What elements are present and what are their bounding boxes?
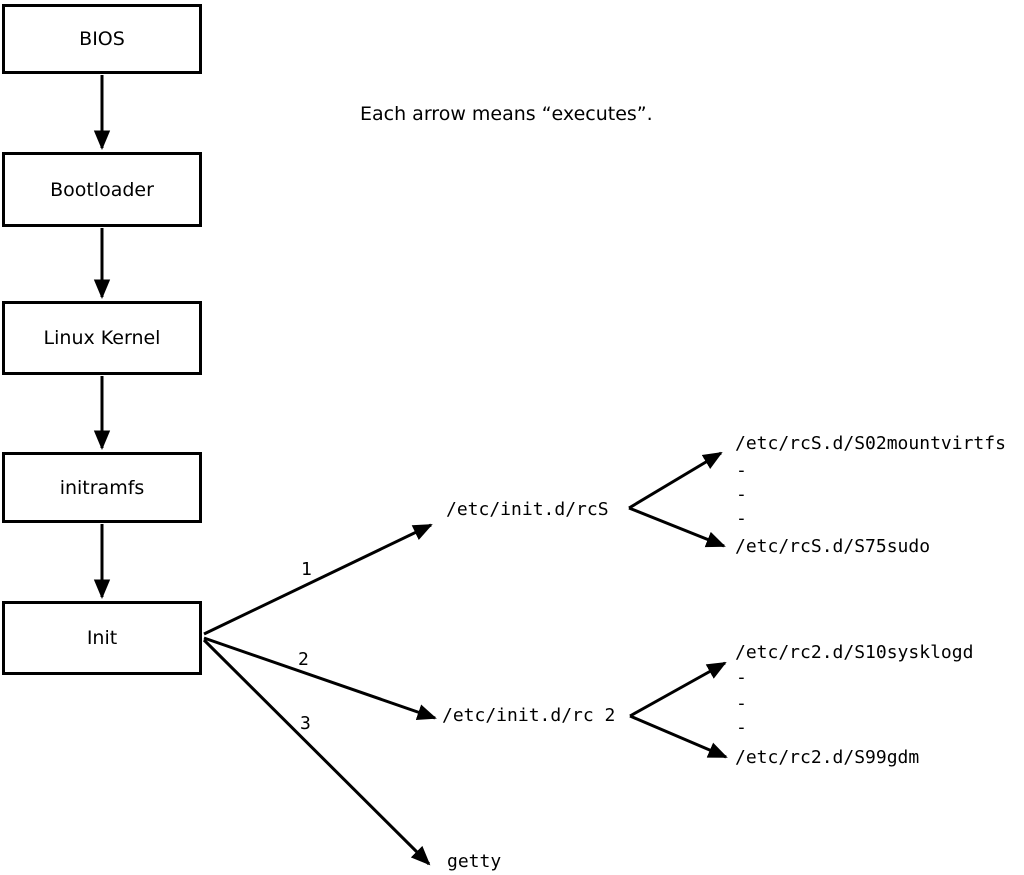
rcS-script-ellipsis-dash: - bbox=[736, 484, 747, 505]
box-initramfs-label: initramfs bbox=[59, 476, 145, 499]
rc2-script-s99gdm: /etc/rc2.d/S99gdm bbox=[735, 747, 920, 768]
arrow-rcS-to-first-script bbox=[628, 451, 723, 510]
target-getty: getty bbox=[447, 851, 502, 872]
branch-1-order-label: 1 bbox=[301, 559, 312, 580]
box-linux-kernel: Linux Kernel bbox=[2, 301, 202, 375]
rc2-script-s10sysklogd: /etc/rc2.d/S10sysklogd bbox=[735, 642, 974, 663]
box-initramfs: initramfs bbox=[2, 452, 202, 523]
arrow-rc2-to-first-script bbox=[629, 661, 727, 718]
box-bios-label: BIOS bbox=[79, 28, 125, 50]
target-rc2: /etc/init.d/rc 2 bbox=[442, 705, 616, 726]
rc2-script-ellipsis-dash: - bbox=[736, 717, 747, 738]
arrow-init-to-rc2 bbox=[203, 636, 437, 720]
arrow-init-to-getty bbox=[202, 638, 431, 866]
box-linux-kernel-label: Linux Kernel bbox=[43, 327, 161, 349]
branch-3-order-label: 3 bbox=[300, 713, 311, 734]
rc2-script-ellipsis-dash: - bbox=[736, 667, 747, 688]
rcS-script-s02mountvirtfs: /etc/rcS.d/S02mountvirtfs bbox=[735, 433, 1006, 454]
arrow-legend-note: Each arrow means “executes”. bbox=[360, 103, 653, 125]
branch-2-order-label: 2 bbox=[298, 649, 309, 670]
rc2-script-ellipsis-dash: - bbox=[736, 693, 747, 714]
box-bios: BIOS bbox=[2, 4, 202, 74]
box-init-label: Init bbox=[86, 627, 118, 649]
arrow-init-to-rcS bbox=[203, 523, 433, 636]
target-rcS: /etc/init.d/rcS bbox=[446, 499, 609, 520]
box-bootloader: Bootloader bbox=[2, 152, 202, 227]
rcS-script-s75sudo: /etc/rcS.d/S75sudo bbox=[735, 536, 931, 557]
arrow-rc2-to-last-script bbox=[629, 714, 728, 759]
box-bootloader-label: Bootloader bbox=[50, 178, 154, 201]
box-init: Init bbox=[2, 601, 202, 675]
rcS-script-ellipsis-dash: - bbox=[736, 460, 747, 481]
arrow-rcS-to-last-script bbox=[628, 506, 726, 548]
rcS-script-ellipsis-dash: - bbox=[736, 508, 747, 529]
